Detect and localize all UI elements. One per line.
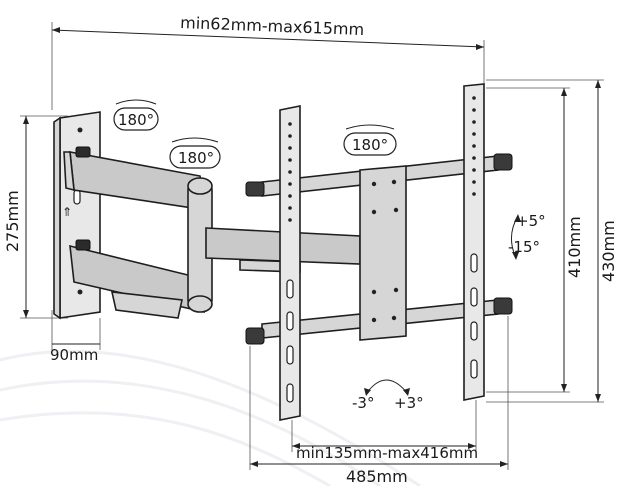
tilt-annotation: +5° -15° [508,212,546,260]
label-level-right: +3° [394,394,424,412]
label-wall-plate-height: 275mm [3,190,22,252]
background-swoosh [0,349,421,488]
label-tv-rail-height: 410mm [565,216,584,278]
rotation-badge-wall: 180° [113,99,159,131]
label-tilt-down: -15° [508,238,540,256]
dim-plate-span: min62mm-max615mm [51,13,485,110]
dim-overall-width: 485mm [249,316,509,486]
arrow-up-icon: ⇑ [62,205,72,219]
dim-tv-rail-height: 410mm [486,87,584,393]
label-plate-span: min62mm-max615mm [180,13,365,39]
dim-wall-plate-depth: 90mm [50,310,101,364]
label-overall-width: 485mm [346,467,408,486]
label-swivel-head: 180° [352,136,388,154]
label-wall-plate-depth: 90mm [50,346,98,364]
label-swivel-wall: 180° [118,111,154,129]
dim-overall-height: 430mm [486,79,618,403]
rotation-badge-head: 180° [343,124,397,156]
label-rail-span: min135mm-max416mm [296,444,478,462]
dim-wall-plate-height: 275mm [3,115,68,319]
tv-bracket [245,83,513,421]
label-level-left: -3° [352,394,374,412]
label-swivel-elbow: 180° [178,149,214,167]
rotation-badge-elbow: 180° [169,137,221,169]
dim-rail-span: min135mm-max416mm [291,400,478,462]
label-overall-height: 430mm [599,220,618,282]
label-tilt-up: +5° [516,212,546,230]
articulating-arms [63,146,361,319]
level-adjust-annotation: -3° +3° [352,379,424,412]
